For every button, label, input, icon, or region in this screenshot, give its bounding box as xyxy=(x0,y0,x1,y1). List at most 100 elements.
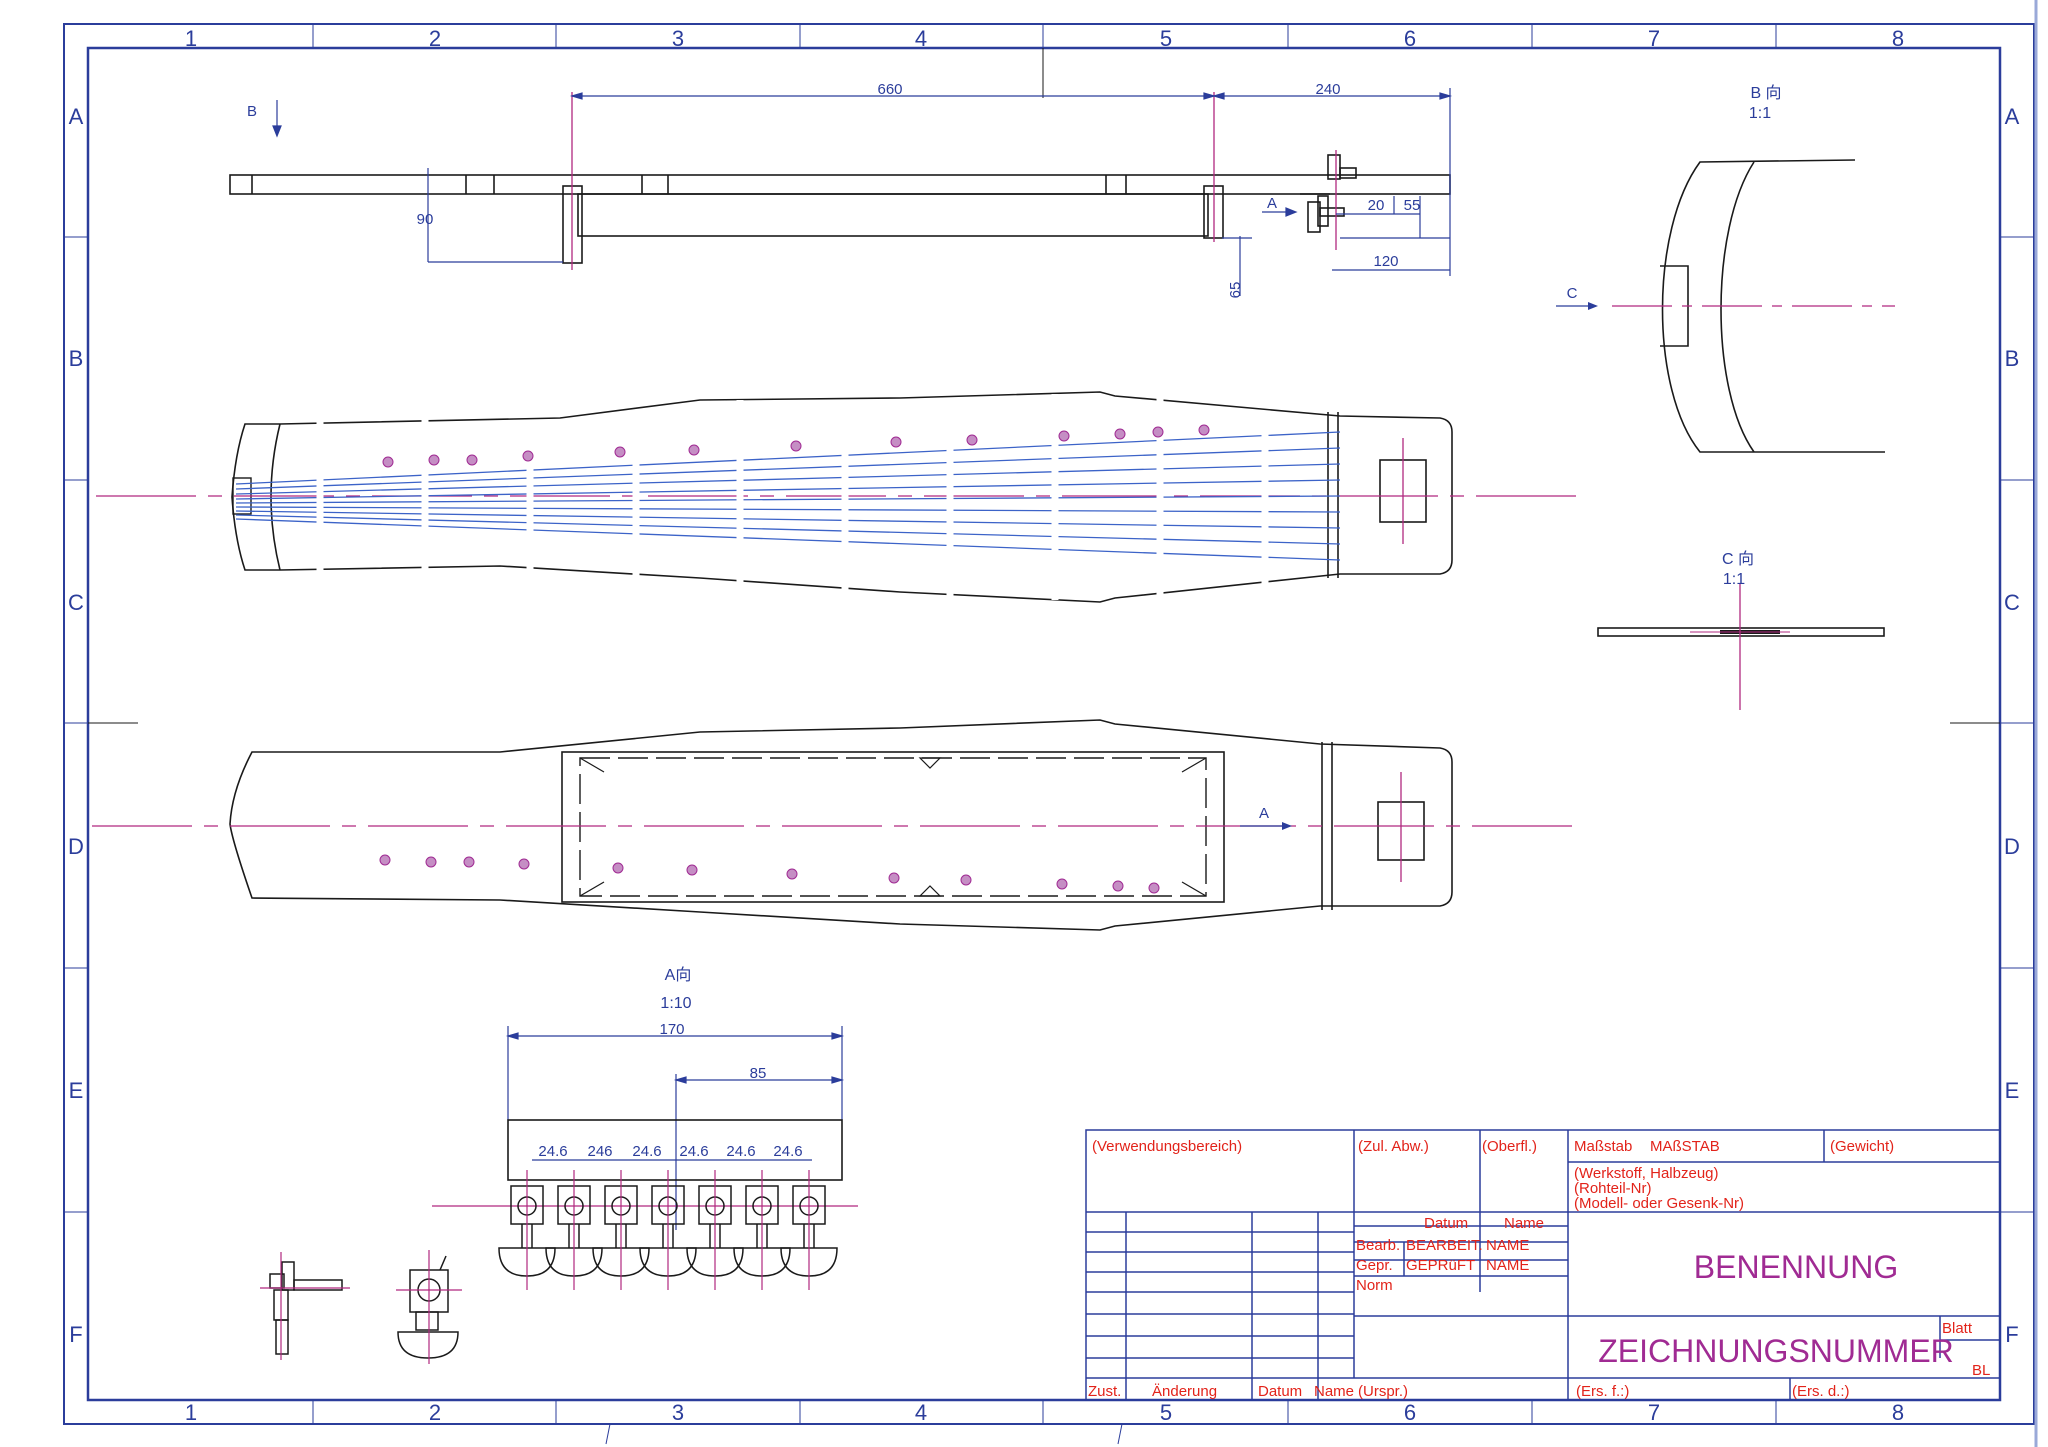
zone-col-7-bottom: 7 xyxy=(1648,1400,1660,1425)
tb-sheet-short: BL xyxy=(1972,1362,1990,1379)
zone-row-a: A xyxy=(69,104,84,129)
zone-row-e: E xyxy=(69,1078,84,1103)
view-arrow-a-top: A xyxy=(1267,195,1277,212)
zone-row-a-right: A xyxy=(2005,104,2020,129)
zone-row-f: F xyxy=(69,1322,82,1347)
peg-detail-front xyxy=(396,1250,462,1364)
tb-title: BENENNUNG xyxy=(1694,1249,1898,1285)
plan-view-top xyxy=(96,391,1578,603)
title-block: (Verwendungsbereich) (Zul. Abw.) (Oberfl… xyxy=(1085,1129,2001,1401)
tb-surface: (Oberfl.) xyxy=(1482,1138,1537,1155)
dim-spacing-2: 246 xyxy=(587,1143,612,1160)
tb-edited-name: NAME xyxy=(1486,1237,1529,1254)
view-arrow-c: C xyxy=(1567,285,1578,302)
view-c-scale: 1:1 xyxy=(1723,571,1745,588)
tb-drawing-number: ZEICHNUNGSNUMMER xyxy=(1598,1333,1954,1369)
zone-col-5-bottom: 5 xyxy=(1160,1400,1172,1425)
tb-change-date: Datum xyxy=(1258,1383,1302,1400)
zone-col-1: 1 xyxy=(185,26,197,51)
zone-col-1-bottom: 1 xyxy=(185,1400,197,1425)
dim-spacing-3: 24.6 xyxy=(632,1143,661,1160)
zone-row-c: C xyxy=(68,590,84,615)
tb-edited: Bearb. xyxy=(1356,1237,1400,1254)
dim-spacing-4: 24.6 xyxy=(679,1143,708,1160)
dim-spacing-5: 24.6 xyxy=(726,1143,755,1160)
zone-col-8: 8 xyxy=(1892,26,1904,51)
dim-85: 85 xyxy=(750,1065,767,1082)
tb-scale-label: Maßstab xyxy=(1574,1138,1632,1155)
tb-blank-no: (Rohteil-Nr) xyxy=(1574,1180,1652,1197)
tb-sheet: Blatt xyxy=(1942,1320,1973,1337)
tb-change: Änderung xyxy=(1152,1383,1217,1400)
tb-edited-by: BEARBEIT. xyxy=(1406,1237,1483,1254)
zone-col-4-bottom: 4 xyxy=(915,1400,927,1425)
tb-change-name: Name xyxy=(1314,1383,1354,1400)
dim-240: 240 xyxy=(1315,81,1340,98)
tb-tolerance: (Zul. Abw.) xyxy=(1358,1138,1429,1155)
bridge-dots-bottom xyxy=(379,854,1160,894)
tb-usage-area: (Verwendungsbereich) xyxy=(1092,1138,1242,1155)
tb-replaces: (Ers. f.:) xyxy=(1576,1383,1629,1400)
zone-labels-top: 1 2 3 4 5 6 7 8 xyxy=(185,26,1904,51)
tb-name-header: Name xyxy=(1504,1215,1544,1232)
view-arrow-a-bottom: A xyxy=(1259,805,1269,822)
string-gaps-top xyxy=(316,394,1269,600)
zone-row-b-right: B xyxy=(2005,346,2020,371)
tb-checked-by: GEPRüFT xyxy=(1406,1257,1475,1274)
zone-col-8-bottom: 8 xyxy=(1892,1400,1904,1425)
view-a-scale: 1:10 xyxy=(660,995,691,1012)
zone-col-4: 4 xyxy=(915,26,927,51)
view-b: B 向 1:1 C xyxy=(1556,84,1895,453)
view-a: A向 1:10 170 85 24.6 246 24.6 24.6 24.6 2… xyxy=(432,966,858,1290)
tb-material: (Werkstoff, Halbzeug) xyxy=(1574,1165,1719,1182)
plan-view-bottom: A xyxy=(92,719,1574,931)
zone-row-f-right: F xyxy=(2005,1322,2018,1347)
zone-col-2: 2 xyxy=(429,26,441,51)
dim-90: 90 xyxy=(417,211,434,228)
zone-col-5: 5 xyxy=(1160,26,1172,51)
tb-date-header: Datum xyxy=(1424,1215,1468,1232)
zone-col-6: 6 xyxy=(1404,26,1416,51)
dim-660: 660 xyxy=(877,81,902,98)
zone-labels-bottom: 1 2 3 4 5 6 7 8 xyxy=(185,1400,1904,1425)
zone-col-3-bottom: 3 xyxy=(672,1400,684,1425)
view-arrow-b: B xyxy=(247,103,257,120)
dim-spacing-1: 24.6 xyxy=(538,1143,567,1160)
zone-row-d-right: D xyxy=(2004,834,2020,859)
dim-65: 65 xyxy=(1227,282,1244,299)
zone-row-e-right: E xyxy=(2005,1078,2020,1103)
view-c-title: C 向 xyxy=(1722,550,1754,568)
zone-col-7: 7 xyxy=(1648,26,1660,51)
dim-170: 170 xyxy=(659,1021,684,1038)
view-c: C 向 1:1 xyxy=(1597,550,1885,710)
zone-col-3: 3 xyxy=(672,26,684,51)
string-lines-top xyxy=(235,431,1341,561)
zone-labels-right: A B C D E F xyxy=(2004,104,2020,1347)
dim-120: 120 xyxy=(1373,253,1398,270)
tb-weight: (Gewicht) xyxy=(1830,1138,1894,1155)
zone-col-2-bottom: 2 xyxy=(429,1400,441,1425)
tb-checked: Gepr. xyxy=(1356,1257,1393,1274)
tb-norm: Norm xyxy=(1356,1277,1393,1294)
view-a-title: A向 xyxy=(665,966,692,984)
tb-origin: (Urspr.) xyxy=(1358,1383,1408,1400)
zone-row-c-right: C xyxy=(2004,590,2020,615)
dim-55: 55 xyxy=(1404,197,1421,214)
tb-model-no: (Modell- oder Gesenk-Nr) xyxy=(1574,1195,1744,1212)
zone-labels-left: A B C D E F xyxy=(68,104,84,1347)
zone-col-6-bottom: 6 xyxy=(1404,1400,1416,1425)
dim-spacing-6: 24.6 xyxy=(773,1143,802,1160)
peg-detail-side xyxy=(260,1252,350,1360)
zone-row-d: D xyxy=(68,834,84,859)
sheet-frame xyxy=(63,0,2038,1447)
dim-20: 20 xyxy=(1368,197,1385,214)
bridge-dots-top xyxy=(382,424,1210,468)
view-b-title: B 向 xyxy=(1750,84,1781,102)
tb-state: Zust. xyxy=(1088,1383,1121,1400)
view-b-scale: 1:1 xyxy=(1749,105,1771,122)
tb-replaced-by: (Ers. d.:) xyxy=(1792,1383,1850,1400)
zone-row-b: B xyxy=(69,346,84,371)
side-view: 660 240 90 65 20 55 120 B A xyxy=(229,81,1453,299)
tb-scale-value: MAßSTAB xyxy=(1650,1138,1720,1155)
